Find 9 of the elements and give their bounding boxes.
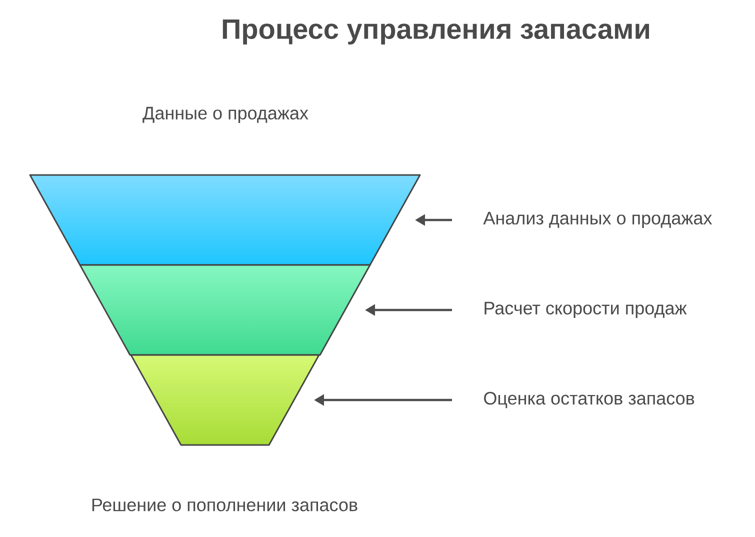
step-label: Оценка остатков запасов xyxy=(484,392,694,408)
output-label: Решение о пополнении запасов xyxy=(92,498,358,512)
funnel-band xyxy=(130,354,320,446)
title: Процесс управления запасами xyxy=(222,19,649,45)
step-label: Расчет скорости продаж xyxy=(484,302,687,318)
funnel-band xyxy=(79,264,371,356)
input-label: Данные о продажах xyxy=(142,106,308,124)
funnel-band xyxy=(29,174,421,266)
step-label: Анализ данных о продажах xyxy=(483,212,712,228)
